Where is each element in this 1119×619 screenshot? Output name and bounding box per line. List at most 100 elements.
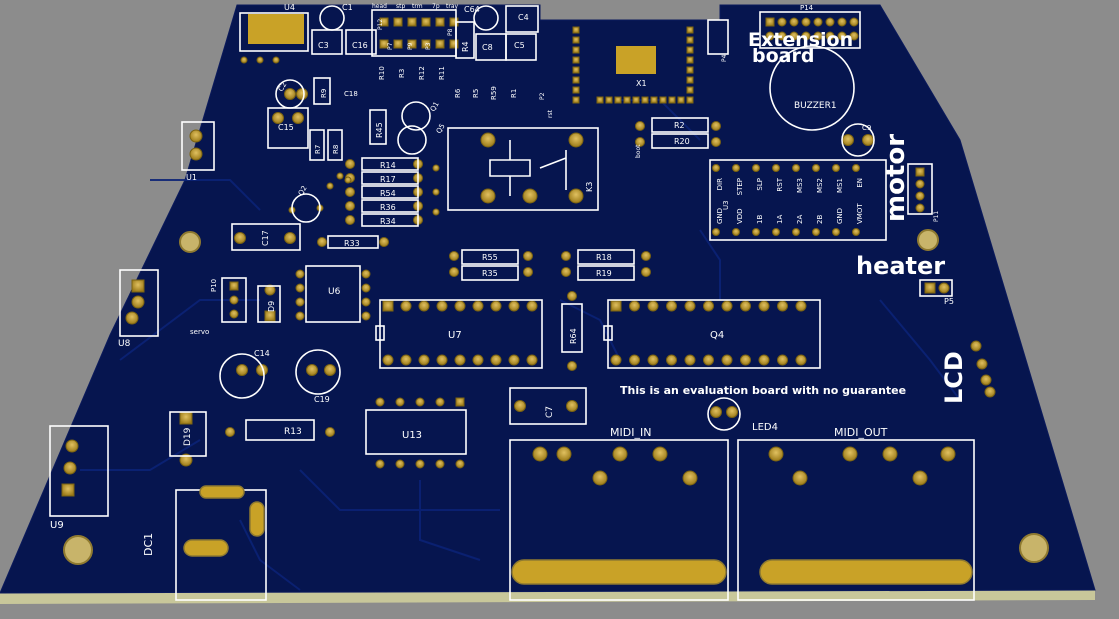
pad [686,56,694,64]
pad [721,354,733,366]
boot-label: boot [635,144,642,158]
pad [726,406,738,418]
pad [415,397,425,407]
pad [284,88,296,100]
pad [344,176,352,184]
u1-outline [181,121,215,171]
pad [179,411,193,425]
hdr-label-stp: stp [396,3,405,10]
pad [436,354,448,366]
pad [752,164,760,172]
pad [832,164,840,172]
lbl-r6: R6 [454,88,462,98]
pad [264,310,276,322]
c16-outline [345,29,377,55]
pad [345,187,355,197]
driver-pin-label: SLP [756,178,764,191]
pad [641,96,649,104]
pad [837,31,847,41]
pad [345,159,355,169]
pad [526,300,538,312]
lbl-r19: R19 [596,269,612,278]
driver-pin-label: MS3 [796,178,804,193]
c17-outline [231,223,301,251]
pad [777,300,788,312]
pad [686,96,694,104]
lbl-r55: R55 [482,253,498,262]
pad [666,354,677,366]
pad [842,446,858,462]
pad [526,354,538,366]
pad [435,17,445,27]
lbl-u9: U9 [50,520,64,531]
lbl-r2: R2 [674,121,685,130]
u7-notch [375,325,385,341]
lbl-p7: P7 [387,42,394,50]
pad [567,291,577,301]
pad [472,354,484,366]
r20-outline [651,133,709,149]
board-title-line2: board [752,45,814,67]
u13-outline [365,409,467,455]
pad [772,164,780,172]
pad [605,96,613,104]
pad [472,300,484,312]
r19-outline [577,265,635,281]
pad [400,354,412,366]
pad [792,228,800,236]
lbl-u13: U13 [402,430,422,441]
d19-outline [169,411,207,457]
pad [635,121,645,131]
pad [915,191,925,201]
pad [523,251,533,261]
c3-outline [311,29,343,55]
pad [522,188,538,204]
pad [852,164,860,172]
pad [703,354,714,366]
x1-chip [616,46,656,74]
pad [813,31,823,41]
pad [711,137,721,147]
pad [382,300,394,312]
pad [924,282,936,294]
lbl-c19: C19 [314,395,330,404]
pad [449,267,459,277]
pad [915,179,925,189]
driver-pin-label: GND [716,208,724,224]
pad [295,283,305,293]
pad [361,297,371,307]
lbl-r3: R3 [398,69,406,78]
pad [61,483,75,497]
pad [65,439,79,453]
pad [792,164,800,172]
pad [825,31,835,41]
pad [382,354,394,366]
lbl-p14: P14 [800,4,814,12]
k3-symbol [489,140,567,196]
pad [532,446,548,462]
slot-pads [183,485,973,585]
lbl-r36: R36 [380,203,396,212]
r18-outline [577,249,635,265]
pad [418,300,430,312]
pad [189,147,203,161]
lbl-c5: C5 [514,41,525,50]
p4-outline [707,19,729,55]
pad [938,282,950,294]
lbl-r20: R20 [674,137,690,146]
pad [256,364,268,376]
pad [361,269,371,279]
c4-outline [505,5,539,33]
pad [623,96,631,104]
pad [400,300,412,312]
lbl-c2: C2 [277,81,289,93]
pad [415,459,425,469]
pad [336,172,344,180]
lbl-c7: C7 [545,406,555,418]
lbl-p11: P11 [933,211,940,222]
driver-pin-label: VDD [736,208,744,224]
pad [686,76,694,84]
u7-outline [379,299,543,369]
pad [325,427,335,437]
